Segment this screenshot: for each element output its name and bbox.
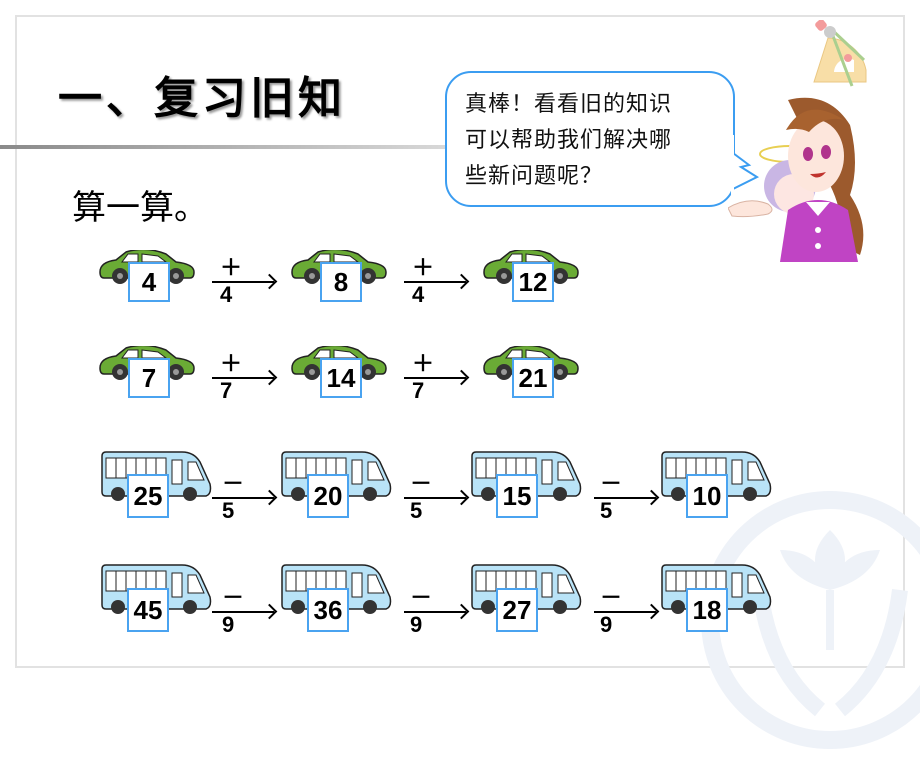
slide-frame — [15, 15, 905, 668]
teacher-character-icon — [728, 97, 864, 262]
number-box: 15 — [496, 474, 538, 518]
number-box: 36 — [307, 588, 349, 632]
speech-bubble: 真棒！看看旧的知识 可以帮助我们解决哪 些新问题呢？ — [445, 71, 735, 207]
instruction-text: 算一算。 — [72, 188, 208, 228]
number-box: 7 — [128, 358, 170, 398]
number-box: 27 — [496, 588, 538, 632]
operation-label: －9 — [600, 585, 623, 637]
arrow-icon — [212, 497, 274, 499]
operation-label: －9 — [410, 585, 433, 637]
number-box: 20 — [307, 474, 349, 518]
operation-label: －5 — [222, 471, 245, 523]
arrow-icon — [594, 611, 656, 613]
page-title: 一、复习旧知 — [58, 73, 346, 124]
operation-label: －5 — [410, 471, 433, 523]
watermark-logo-icon — [701, 491, 920, 749]
arrow-icon — [404, 497, 466, 499]
operation-label: －5 — [600, 471, 623, 523]
arrow-icon — [594, 497, 656, 499]
arrow-icon — [212, 377, 274, 379]
arrow-icon — [404, 377, 466, 379]
operation-label: ＋7 — [220, 351, 243, 403]
arrow-icon — [404, 281, 466, 283]
operation-label: ＋4 — [412, 255, 435, 307]
number-box: 14 — [320, 358, 362, 398]
speech-bubble-tail — [731, 135, 760, 195]
title-divider — [0, 145, 446, 149]
number-box: 21 — [512, 358, 554, 398]
arrow-icon — [212, 281, 274, 283]
speech-line-3: 些新问题呢？ — [465, 164, 604, 189]
operation-label: －9 — [222, 585, 245, 637]
number-box: 45 — [127, 588, 169, 632]
operation-label: ＋4 — [220, 255, 243, 307]
operation-label: ＋7 — [412, 351, 435, 403]
number-box: 18 — [686, 588, 728, 632]
number-box: 12 — [512, 262, 554, 302]
arrow-icon — [404, 611, 466, 613]
speech-bubble-text: 真棒！看看旧的知识 可以帮助我们解决哪 些新问题呢？ — [465, 87, 672, 195]
arrow-icon — [212, 611, 274, 613]
geometry-tools-icon — [813, 20, 867, 87]
number-box: 25 — [127, 474, 169, 518]
number-box: 8 — [320, 262, 362, 302]
speech-line-1: 真棒！看看旧的知识 — [465, 92, 673, 117]
number-box: 4 — [128, 262, 170, 302]
number-box: 10 — [686, 474, 728, 518]
speech-line-2: 可以帮助我们解决哪 — [465, 128, 673, 153]
